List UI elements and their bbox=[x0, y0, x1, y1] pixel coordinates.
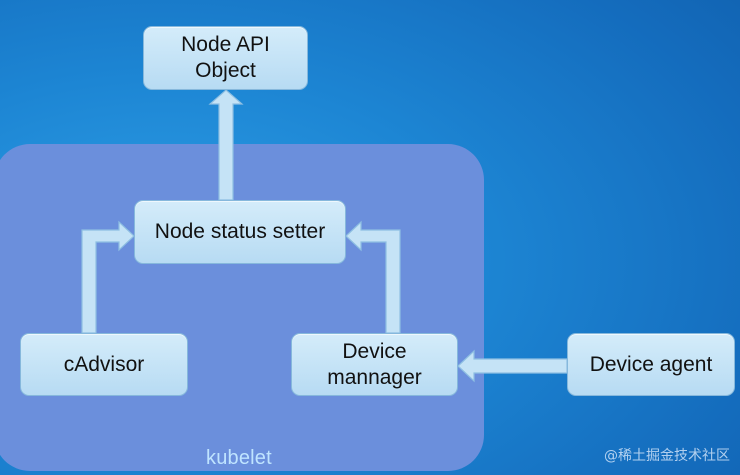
arrow-agent-to-device bbox=[457, 349, 568, 383]
node-api-object-box: Node API Object bbox=[143, 26, 308, 90]
device-agent-label: Device agent bbox=[589, 352, 713, 376]
arrow-device-to-setter bbox=[345, 220, 401, 334]
node-status-setter-label: Node status setter bbox=[154, 220, 326, 243]
arrow-cadvisor-to-setter bbox=[81, 220, 135, 334]
cadvisor-box: cAdvisor bbox=[20, 333, 188, 396]
kubelet-label: kubelet bbox=[206, 447, 272, 469]
device-manager-box: Device mannager bbox=[291, 333, 458, 396]
cadvisor-label: cAdvisor bbox=[63, 352, 145, 376]
device-manager-label: Device mannager bbox=[327, 339, 422, 389]
watermark-text: @稀土掘金技术社区 bbox=[604, 448, 730, 464]
node-api-object-label: Node API Object bbox=[181, 33, 270, 82]
node-status-setter-box: Node status setter bbox=[134, 200, 346, 264]
device-agent-box: Device agent bbox=[567, 333, 735, 396]
kubelet-container bbox=[0, 144, 484, 471]
arrow-setter-to-api bbox=[208, 89, 244, 201]
